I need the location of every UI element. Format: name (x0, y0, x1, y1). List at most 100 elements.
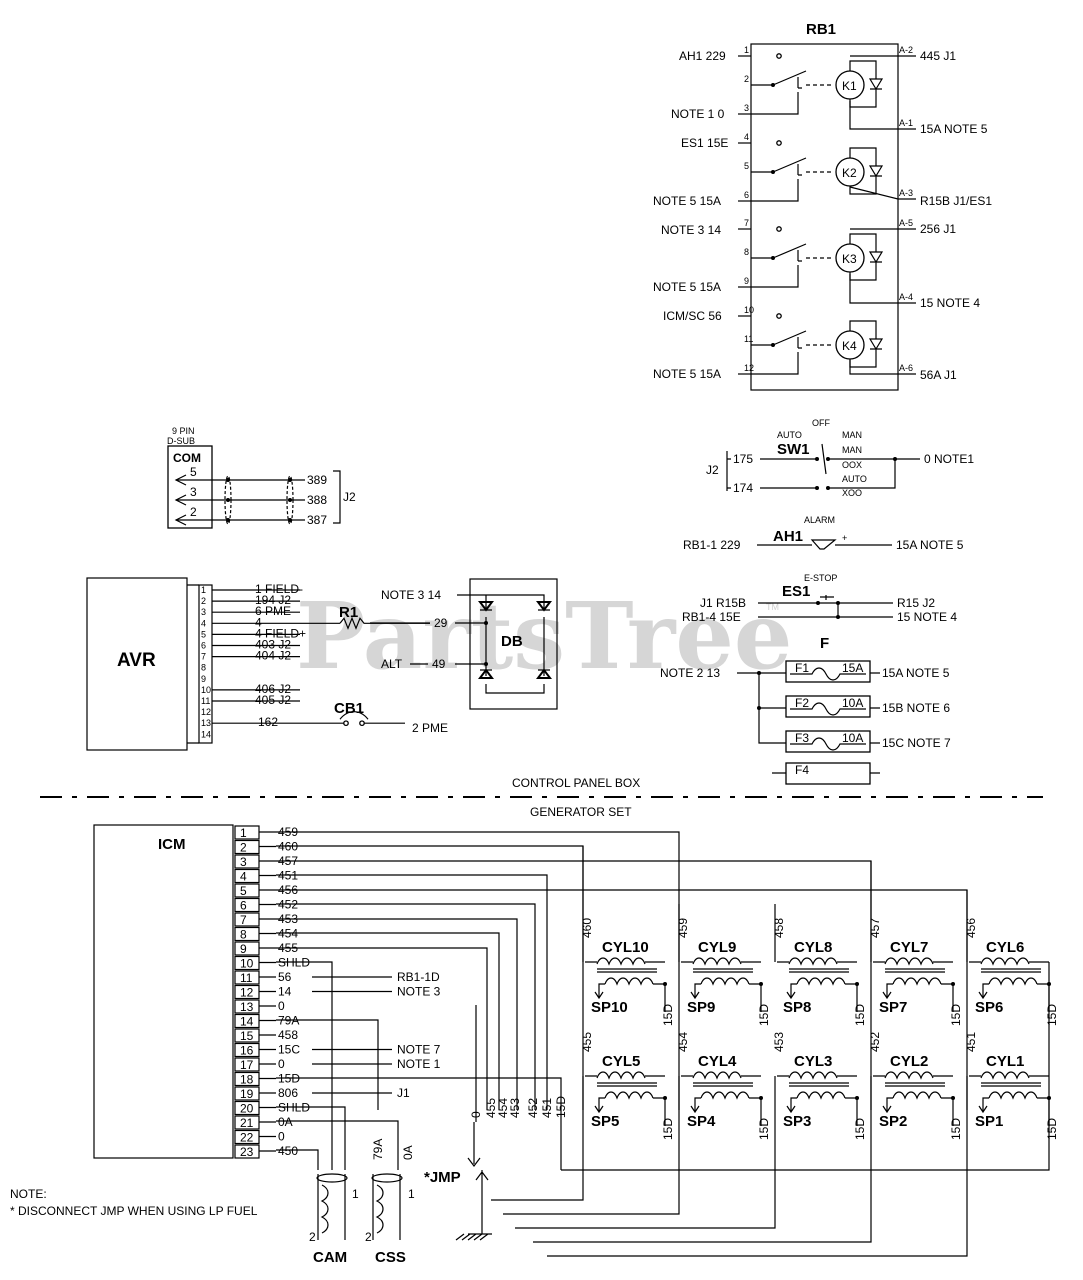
icm-pin: 2 (240, 841, 247, 855)
cyl-15d-label: 15D (853, 1004, 867, 1026)
icm-pin: 5 (240, 884, 247, 898)
junction-dot (951, 982, 955, 986)
bus-label: 0 (469, 1111, 483, 1118)
cyl-wiring (681, 961, 762, 1012)
dsub-j2-bracket (333, 470, 341, 524)
rb1-title: RB1 (806, 21, 836, 38)
avr-wire-label: 6 PME (255, 604, 291, 618)
cyl-secondary-winding (988, 977, 1038, 986)
avr-pin: 3 (201, 607, 206, 617)
icm-pin: 14 (240, 1015, 254, 1029)
icm-pin-box (234, 941, 260, 956)
es1-l1: J1 R15B (700, 596, 746, 610)
cyl-15d-label: 15D (949, 1118, 963, 1140)
cyl-15d-label: 15D (757, 1004, 771, 1026)
sw1-auto2: AUTO (842, 474, 867, 484)
rb1-right-label: 256 J1 (920, 222, 956, 236)
icm-wire-label: 15C (278, 1043, 300, 1057)
spark-plug-label: SP7 (879, 999, 907, 1016)
jmp-label: *JMP (424, 1169, 461, 1186)
icm-wire-dest: NOTE 1 (397, 1057, 441, 1071)
es1-estop: E-STOP ES1 J1 R15B RB1-4 15E R15 J2 15 N… (682, 573, 957, 624)
icm-pin: 19 (240, 1087, 254, 1101)
css-coil (375, 1184, 384, 1234)
cyl-primary-winding (692, 1071, 742, 1080)
avr-wire-label: 406 J2 (255, 682, 291, 696)
icm-pin: 20 (240, 1102, 254, 1116)
rb1-coil-pin: A-2 (899, 45, 913, 55)
avr-wire-label: 4 FIELD+ (255, 626, 306, 640)
rb1-pin-num: 7 (744, 218, 749, 228)
harness-wire (276, 831, 680, 1110)
es1-l2: RB1-4 15E (682, 610, 741, 624)
cyl-primary-winding (596, 957, 646, 966)
sw1-man: MAN (842, 430, 862, 440)
sw1-switch: OFF AUTO MAN SW1 MAN OOX AUTO XOO J2 175… (706, 418, 974, 498)
cyl-wire-label: 453 (772, 1032, 786, 1052)
avr-wire-label: 405 J2 (255, 693, 291, 707)
css-w79a: 79A (371, 1139, 385, 1160)
rb1-box (750, 43, 899, 391)
icm-wire-label: 450 (278, 1144, 298, 1158)
icm-wire-dest: NOTE 3 (397, 985, 441, 999)
db-alt: ALT (381, 657, 403, 671)
rb1-relay-board: RB1 K1123K2456K3789K4101112A-2A-1A-3A-5A… (653, 21, 992, 391)
db-w29: 29 (434, 616, 448, 630)
rb1-pin-num: 12 (744, 363, 754, 373)
dsub-pin: 5 (190, 465, 197, 479)
fuse-output: 15B NOTE 6 (882, 701, 950, 715)
icm-wire-label: 458 (278, 1028, 298, 1042)
fuse-rating: 10A (842, 731, 863, 745)
rb1-left-label: NOTE 3 14 (661, 223, 721, 237)
rb1-pin-num: 4 (744, 132, 749, 142)
fuse-name: F2 (795, 696, 809, 710)
sw1-wiring (760, 443, 920, 489)
fuse-wiring (737, 672, 880, 774)
rb1-switch-arm (772, 243, 807, 288)
ah1-alarm-label: ALARM (804, 515, 835, 525)
cyl-15d-label: 15D (661, 1118, 675, 1140)
spark-plug-label: SP5 (591, 1113, 619, 1130)
cyl-15d-label: 15D (757, 1118, 771, 1140)
cyl-label: CYL4 (698, 1053, 737, 1070)
spark-plug-label: SP10 (591, 999, 628, 1016)
dsub-com: COM (173, 451, 201, 465)
junction-dot (855, 1096, 859, 1100)
fuse-f4 (785, 762, 871, 785)
cyl-wire-label: 452 (868, 1032, 882, 1052)
cyl-label: CYL5 (602, 1053, 640, 1070)
rb1-left-label: NOTE 5 15A (653, 194, 721, 208)
cyl-wiring (585, 1075, 666, 1126)
icm-pin: 18 (240, 1073, 254, 1087)
avr-wire-label: 162 (258, 715, 278, 729)
rb1-right-label: 15A NOTE 5 (920, 122, 988, 136)
cam-coil (320, 1184, 329, 1234)
icm-wire-label: 14 (278, 985, 292, 999)
cb1-out: 2 PME (412, 721, 448, 735)
harness-wire (276, 932, 500, 1110)
db-diodes (478, 601, 552, 679)
cyl-primary-winding (980, 957, 1030, 966)
spark-plug-label: SP2 (879, 1113, 907, 1130)
rb1-relay-k3: K3 (842, 252, 857, 266)
sw1-w174: 174 (733, 481, 753, 495)
es1-title: ES1 (782, 583, 810, 600)
r1-label: R1 (339, 604, 358, 621)
cyl-wiring (777, 961, 858, 1012)
cyl-wiring (777, 1075, 858, 1126)
avr-wire-label: 404 J2 (255, 649, 291, 663)
dsub-wire-label: 388 (307, 493, 327, 507)
es1-r1: R15 J2 (897, 596, 935, 610)
ah1-alarm: ALARM AH1 RB1-1 229 + 15A NOTE 5 (683, 515, 964, 552)
icm-pin: 4 (240, 870, 247, 884)
cyl-primary-winding (596, 1071, 646, 1080)
spark-plug-label: SP3 (783, 1113, 811, 1130)
icm-pin: 13 (240, 1000, 254, 1014)
cyl-wire-label: 451 (964, 1032, 978, 1052)
sw1-j2: J2 (706, 463, 719, 477)
cyl-wire-label: 457 (868, 918, 882, 938)
avr-pin: 1 (201, 585, 206, 595)
rb1-left-label: AH1 229 (679, 49, 726, 63)
avr-wire-label: 1 FIELD- (255, 582, 303, 596)
sw1-w175: 175 (733, 452, 753, 466)
